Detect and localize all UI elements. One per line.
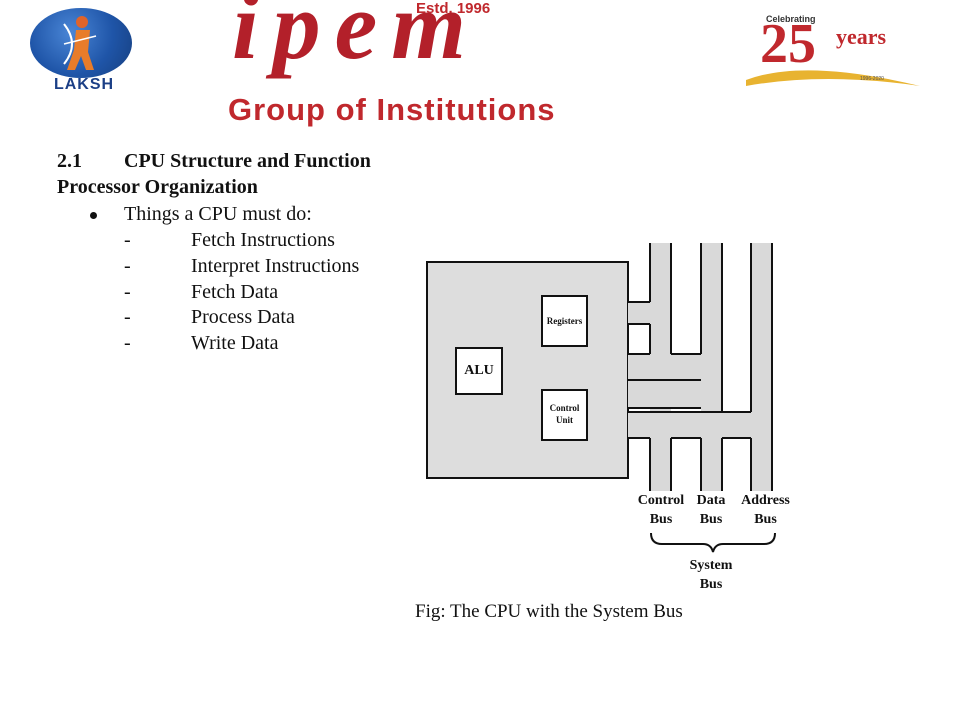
system-bus-label-line1: System bbox=[689, 558, 733, 573]
dash-marker: - bbox=[124, 280, 131, 303]
control-bus-column bbox=[650, 243, 671, 491]
anniversary-celebrating: Celebrating bbox=[766, 14, 816, 24]
cpu-diagram bbox=[426, 243, 776, 553]
section-subtitle: Processor Organization bbox=[57, 176, 258, 198]
bullet-dot-icon bbox=[90, 212, 97, 219]
estd-text: Estd. 1996 bbox=[416, 0, 491, 17]
figure-caption: Fig: The CPU with the System Bus bbox=[415, 601, 683, 622]
data-bus-label-line1: Data bbox=[696, 493, 726, 508]
address-bus-label: Address Bus bbox=[728, 492, 803, 530]
system-bus-label-line2: Bus bbox=[699, 576, 723, 592]
address-bus-label-line1: Address bbox=[741, 493, 790, 508]
task-text: Process Data bbox=[191, 306, 295, 329]
control-unit-box bbox=[541, 389, 588, 441]
registers-label: Registers bbox=[546, 316, 583, 326]
dash-marker: - bbox=[124, 332, 131, 355]
control-bus-label-line1: Control bbox=[637, 493, 685, 508]
alu-label: ALU bbox=[464, 363, 494, 378]
registers-box bbox=[541, 295, 588, 347]
dash-marker: - bbox=[124, 229, 131, 251]
data-bus-label-line2: Bus bbox=[699, 511, 723, 527]
alu-box bbox=[455, 347, 503, 395]
control-bus-label-line2: Bus bbox=[649, 511, 673, 527]
cpu-system-bus-figure: Registers Control Unit ALU Control Bus D… bbox=[400, 230, 820, 650]
anniversary-range: 1996-2020 bbox=[860, 76, 884, 82]
bullet-text: Things a CPU must do: bbox=[124, 203, 312, 225]
archer-figure-icon bbox=[63, 16, 97, 70]
system-bus-brace bbox=[650, 532, 776, 553]
laksh-logo: LAKSH bbox=[26, 8, 136, 94]
laksh-logo-text: LAKSH bbox=[53, 76, 115, 93]
section-title: CPU Structure and Function bbox=[124, 150, 371, 172]
task-text: Fetch Instructions bbox=[191, 229, 335, 251]
anniversary-number: 25 bbox=[760, 13, 816, 75]
section-heading: 2.1 CPU Structure and Function bbox=[57, 150, 371, 173]
section-number: 2.1 bbox=[57, 150, 82, 172]
system-bus-label: System Bus bbox=[676, 557, 746, 595]
anniversary-logo: 25 Celebrating years 1996-2020 bbox=[740, 10, 920, 90]
task-text: Fetch Data bbox=[191, 280, 279, 303]
anniversary-years: years bbox=[836, 24, 887, 49]
connector-control-unit-low bbox=[628, 412, 751, 438]
group-of-institutions: Group of Institutions bbox=[228, 92, 556, 127]
swoosh-icon bbox=[746, 70, 920, 86]
task-text: Write Data bbox=[191, 332, 279, 355]
address-bus-column bbox=[751, 243, 772, 491]
dash-marker: - bbox=[124, 254, 131, 277]
connector-registers bbox=[628, 302, 650, 324]
address-bus-label-line2: Bus bbox=[754, 511, 777, 527]
data-bus-label: Data Bus bbox=[681, 492, 741, 530]
dash-marker: - bbox=[124, 306, 131, 329]
control-unit-label-line1: Control bbox=[549, 403, 580, 413]
data-bus-column bbox=[701, 243, 722, 491]
ipem-brand: ipem bbox=[232, 0, 480, 79]
control-unit-label-line2: Unit bbox=[555, 414, 573, 425]
task-text: Interpret Instructions bbox=[191, 254, 360, 277]
control-bus-label: Control Bus bbox=[626, 492, 696, 530]
control-unit-label: Control Unit bbox=[542, 403, 587, 426]
